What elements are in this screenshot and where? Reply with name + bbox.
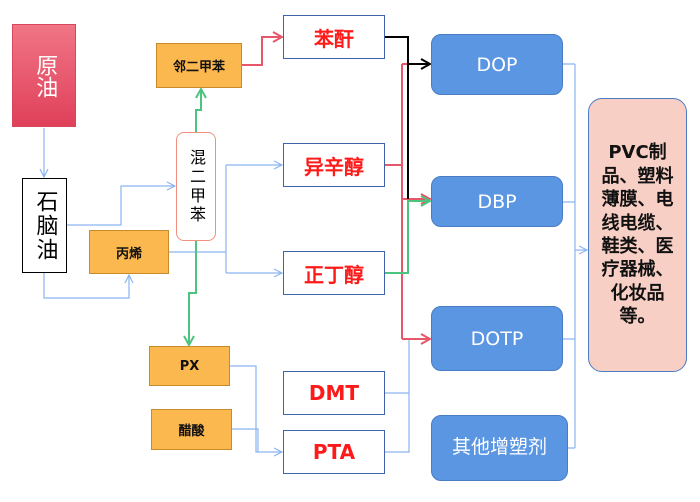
isooctanol-node: 异辛醇: [283, 143, 385, 187]
crude-oil-node: 原油: [12, 24, 76, 127]
connector-products: [563, 63, 576, 449]
other-plasticizers-node: 其他增塑剂: [431, 415, 568, 481]
connector-naphtha-mixed-xylene: [67, 186, 175, 226]
other-plasticizers-label: 其他增塑剂: [451, 436, 547, 459]
connector-mixed-xylene-o-xylene: [195, 89, 201, 132]
o-xylene-node: 邻二甲苯: [156, 43, 242, 88]
isooctanol-label: 异辛醇: [304, 154, 364, 179]
pta-node: PTA: [283, 430, 385, 474]
dbp-node: DBP: [431, 176, 563, 227]
connector-anhydride: [385, 36, 409, 199]
connector-o-xylene-anhydride: [242, 37, 282, 66]
dotp-label: DOTP: [470, 327, 524, 350]
dmt-label: DMT: [308, 381, 360, 405]
acetic-acid-node: 醋酸: [151, 409, 232, 450]
dop-label: DOP: [476, 53, 518, 76]
dbp-label: DBP: [477, 190, 517, 213]
connector-px-pta: [230, 365, 282, 452]
connector-pta: [385, 339, 410, 453]
phthalic-anhydride-label: 苯酐: [314, 26, 354, 51]
crude-oil-label: 原油: [32, 53, 58, 98]
dop-node: DOP: [431, 34, 563, 95]
dmt-node: DMT: [283, 371, 385, 415]
phthalic-anhydride-node: 苯酐: [283, 15, 385, 59]
propylene-node: 丙烯: [89, 230, 169, 274]
connector-n-butanol-dbp: [385, 201, 430, 274]
applications-node: PVC制品、塑料薄膜、电线电缆、鞋类、医疗器械、化妆品等。: [588, 98, 687, 372]
connector-mixed-xylene-px: [189, 241, 197, 345]
n-butanol-node: 正丁醇: [283, 251, 385, 295]
naphtha-node: 石脑油: [22, 178, 67, 273]
n-butanol-label: 正丁醇: [304, 262, 364, 287]
propylene-label: 丙烯: [115, 246, 142, 262]
o-xylene-label: 邻二甲苯: [172, 60, 225, 75]
connector-naphtha-propylene: [43, 273, 129, 299]
naphtha-label: 石脑油: [32, 189, 58, 262]
px-node: PX: [149, 346, 230, 386]
applications-label: PVC制品、塑料薄膜、电线电缆、鞋类、医疗器械、化妆品等。: [601, 142, 674, 328]
connector-acetic-pta: [232, 428, 259, 452]
acetic-acid-label: 醋酸: [178, 424, 205, 439]
mixed-xylene-label: 混二甲苯: [187, 148, 206, 225]
px-label: PX: [179, 358, 200, 374]
dotp-node: DOTP: [431, 306, 563, 371]
mixed-xylene-node: 混二甲苯: [176, 132, 216, 241]
pta-label: PTA: [312, 440, 356, 464]
